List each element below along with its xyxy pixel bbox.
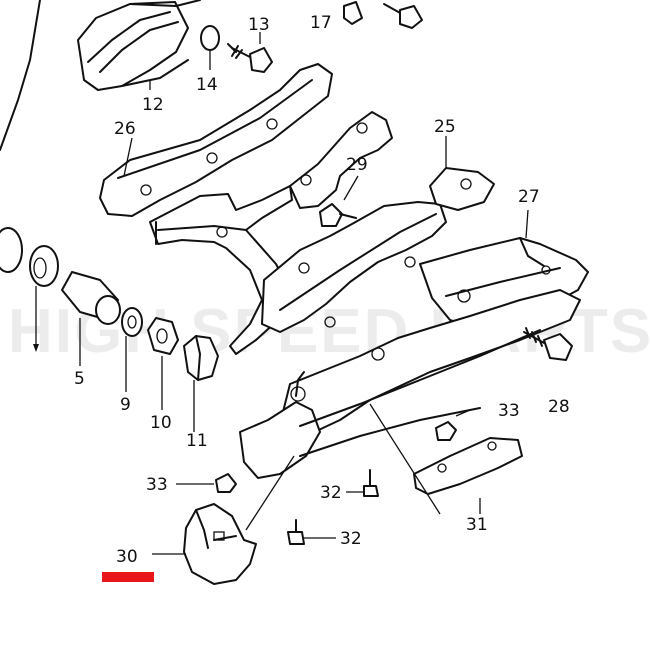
part-30-block[interactable] — [183, 503, 257, 585]
part-9-washer[interactable] — [121, 307, 143, 337]
callout-13: 13 — [248, 15, 270, 35]
part-12-bracket[interactable] — [77, 0, 201, 91]
callout-14: 14 — [196, 75, 218, 95]
part-lower-slide-rail[interactable] — [239, 289, 581, 479]
part-26-upper-rail[interactable] — [99, 63, 333, 217]
callout-27: 27 — [518, 187, 540, 207]
callout-33-left: 33 — [146, 475, 168, 495]
frame-edge — [0, 0, 41, 151]
part-27-rail[interactable] — [419, 237, 589, 331]
part-10-nut[interactable] — [147, 317, 179, 355]
part-top-bolt[interactable] — [383, 3, 423, 29]
part-5-sleeve[interactable] — [61, 271, 121, 325]
callout-29: 29 — [346, 155, 368, 175]
callout-5: 5 — [74, 369, 85, 389]
callout-12: 12 — [142, 95, 164, 115]
part-14-washer[interactable] — [200, 25, 220, 51]
callout-25: 25 — [434, 117, 456, 137]
part-33-nut-left[interactable] — [215, 473, 237, 493]
part-33-nut-right[interactable] — [435, 421, 457, 441]
part-29-bolt[interactable] — [319, 203, 357, 227]
part-31-plate[interactable] — [413, 437, 523, 495]
part-left-bushing[interactable] — [0, 227, 23, 273]
part-25-pad[interactable] — [429, 167, 495, 211]
callout-26: 26 — [114, 119, 136, 139]
part-11-cap[interactable] — [183, 335, 219, 381]
callout-10: 10 — [150, 413, 172, 433]
callout-31: 31 — [466, 515, 488, 535]
callout-30: 30 — [116, 547, 138, 567]
callout-28: 28 — [548, 397, 570, 417]
callout-17: 17 — [310, 13, 332, 33]
part-13-bolt[interactable] — [227, 43, 273, 73]
part-28-bolt[interactable] — [523, 327, 573, 361]
highlight-bar — [102, 572, 154, 582]
callout-labels: 5 9 10 11 12 13 14 17 25 26 27 28 29 30 … — [74, 13, 570, 567]
part-17-clip[interactable] — [343, 1, 363, 25]
callout-33-right: 33 — [498, 401, 520, 421]
callout-9: 9 — [120, 395, 131, 415]
part-lower-frame[interactable] — [261, 201, 447, 333]
leader-lines — [33, 32, 529, 555]
part-32-bolt-upper[interactable] — [363, 469, 379, 497]
callout-11: 11 — [186, 431, 208, 451]
part-4-bushing[interactable] — [29, 245, 59, 287]
callout-32-lower: 32 — [340, 529, 362, 549]
part-32-bolt-lower[interactable] — [287, 519, 305, 545]
callout-32-upper: 32 — [320, 483, 342, 503]
